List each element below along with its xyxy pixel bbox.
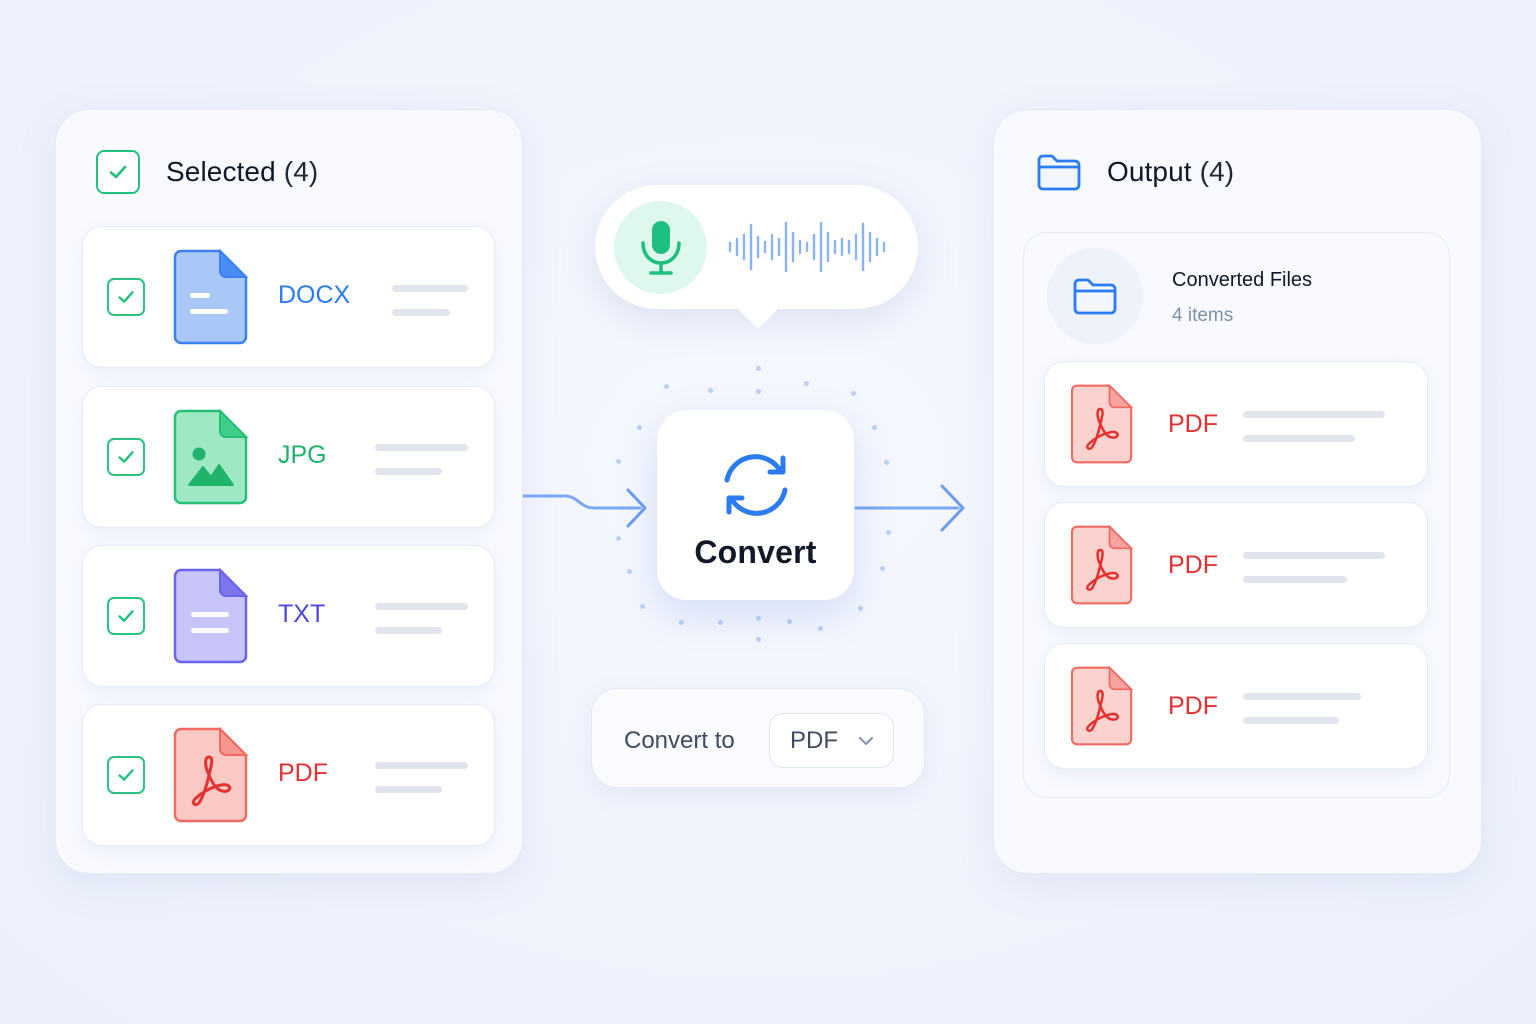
skeleton-line (392, 285, 468, 292)
checkmark-icon (109, 165, 127, 179)
file-type-label: PDF (1168, 410, 1218, 438)
skeleton-line (375, 468, 442, 475)
output-title: Output(4) (1107, 156, 1234, 188)
skeleton-line (375, 786, 442, 793)
microphone-icon (640, 220, 681, 275)
output-file-pdf[interactable]: PDF (1044, 643, 1428, 769)
pdf-file-icon (1070, 384, 1134, 464)
skeleton-line (392, 309, 450, 316)
file-type-label: TXT (278, 600, 326, 628)
folder-avatar (1047, 248, 1143, 344)
image-file-icon (173, 409, 249, 505)
file-type-label: PDF (278, 759, 328, 787)
voice-input-bubble (595, 185, 918, 330)
format-select-dropdown[interactable]: PDF (769, 713, 894, 768)
docx-file-icon (173, 249, 249, 345)
skeleton-line (1243, 693, 1361, 700)
convert-label: Convert (694, 534, 817, 570)
selected-title: Selected(4) (166, 156, 318, 188)
output-panel: Output(4) Converted Files 4 items PDF (993, 109, 1482, 874)
file-checkbox[interactable] (107, 278, 145, 316)
file-checkbox[interactable] (107, 756, 145, 794)
selected-file-pdf[interactable]: PDF (82, 704, 495, 846)
skeleton-line (375, 762, 468, 769)
selected-file-jpg[interactable]: JPG (82, 386, 495, 528)
skeleton-line (375, 603, 468, 610)
file-checkbox[interactable] (107, 438, 145, 476)
chevron-down-icon (858, 736, 874, 746)
output-file-pdf[interactable]: PDF (1044, 502, 1428, 628)
output-file-pdf[interactable]: PDF (1044, 361, 1428, 487)
output-title-text: Output (1107, 156, 1192, 187)
folder-item-count: 4 items (1172, 305, 1234, 326)
output-count: (4) (1199, 156, 1235, 187)
refresh-icon (724, 454, 787, 516)
file-type-label: DOCX (278, 281, 351, 309)
convert-to-bar: Convert to PDF (591, 688, 925, 788)
selected-count: (4) (283, 156, 319, 187)
checkmark-icon (118, 769, 134, 781)
skeleton-line (1243, 552, 1385, 559)
pdf-file-icon (173, 727, 249, 823)
convert-button[interactable]: Convert (657, 410, 854, 600)
folder-name: Converted Files (1172, 269, 1313, 291)
skeleton-line (375, 444, 468, 451)
selected-title-text: Selected (166, 156, 276, 187)
checkmark-icon (118, 291, 134, 303)
selected-files-panel: Selected(4) DOCX JPG (55, 109, 523, 874)
file-type-label: PDF (1168, 551, 1218, 579)
file-type-label: PDF (1168, 692, 1218, 720)
skeleton-line (375, 627, 442, 634)
checkmark-icon (118, 451, 134, 463)
skeleton-line (1243, 435, 1355, 442)
selected-file-txt[interactable]: TXT (82, 545, 495, 687)
converted-files-folder[interactable]: Converted Files 4 items PDF PDF (1023, 232, 1450, 798)
text-file-icon (173, 568, 249, 664)
pdf-file-icon (1070, 525, 1134, 605)
folder-icon (1037, 154, 1081, 191)
checkmark-icon (118, 610, 134, 622)
skeleton-line (1243, 717, 1339, 724)
file-type-label: JPG (278, 441, 327, 469)
convert-to-label: Convert to (624, 727, 735, 754)
folder-icon (1073, 278, 1117, 315)
microphone-button[interactable] (614, 201, 707, 294)
bubble-tail (736, 286, 780, 330)
waveform-icon (728, 221, 886, 273)
skeleton-line (1243, 576, 1347, 583)
selected-file-docx[interactable]: DOCX (82, 226, 495, 368)
output-header: Output(4) (1036, 152, 1234, 192)
select-all-checkbox[interactable] (96, 150, 140, 194)
file-checkbox[interactable] (107, 597, 145, 635)
selected-format: PDF (790, 726, 838, 754)
selected-header: Selected(4) (96, 150, 318, 194)
pdf-file-icon (1070, 666, 1134, 746)
skeleton-line (1243, 411, 1385, 418)
